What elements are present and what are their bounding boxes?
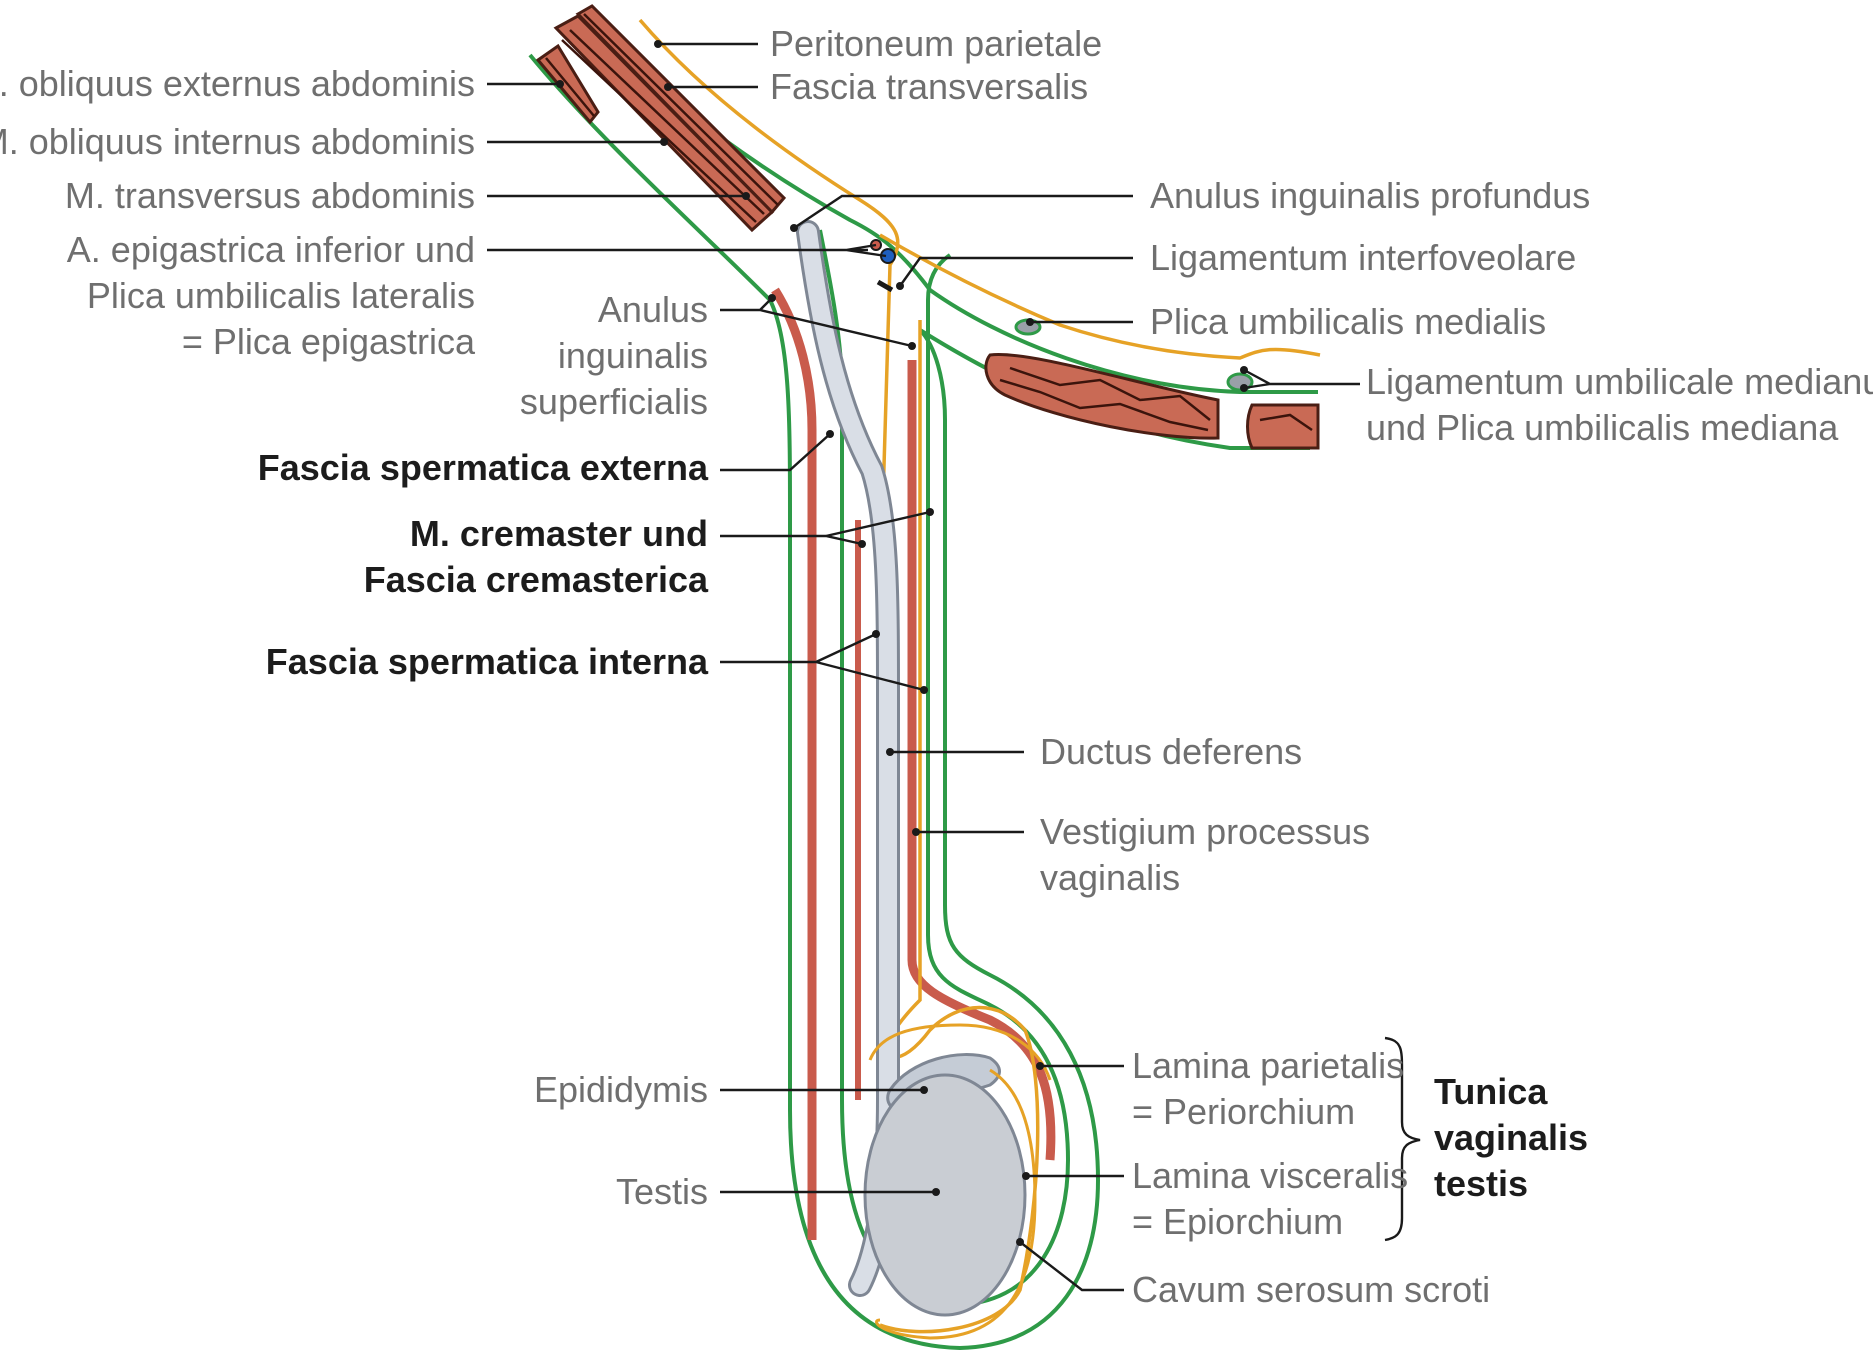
- label-tunica-vaginalis-line1: Tunica: [1434, 1071, 1548, 1112]
- label-epididymis: Epididymis: [534, 1069, 708, 1110]
- label-anulus-superficialis-line2: inguinalis: [558, 335, 708, 376]
- label-anulus-superficialis-line3: superficialis: [520, 381, 708, 422]
- label-plica-medialis: Plica umbilicalis medialis: [1150, 301, 1546, 342]
- label-m-transversus: M. transversus abdominis: [65, 175, 475, 216]
- testis-shape: [865, 1075, 1025, 1315]
- label-anulus-profundus: Anulus inguinalis profundus: [1150, 175, 1590, 216]
- label-peritoneum-parietale: Peritoneum parietale: [770, 23, 1102, 64]
- label-m-cremaster-line2: Fascia cremasterica: [364, 559, 709, 600]
- label-fascia-spermatica-interna: Fascia spermatica interna: [266, 641, 709, 682]
- label-lamina-parietalis-line1: Lamina parietalis: [1132, 1045, 1404, 1086]
- label-vestigium-line1: Vestigium processus: [1040, 811, 1370, 852]
- rectus-muscle-block: [986, 355, 1318, 448]
- label-testis: Testis: [616, 1171, 708, 1212]
- label-fascia-transversalis: Fascia transversalis: [770, 66, 1088, 107]
- label-cavum-serosum: Cavum serosum scroti: [1132, 1269, 1490, 1310]
- label-tunica-vaginalis-line3: testis: [1434, 1163, 1528, 1204]
- label-lig-umbilicale-medianum-line1: Ligamentum umbilicale medianum: [1366, 361, 1873, 402]
- m-cremaster-layer: [775, 290, 812, 1240]
- label-anulus-superficialis-line1: Anulus: [598, 289, 708, 330]
- label-a-epigastrica-line3: = Plica epigastrica: [182, 321, 476, 362]
- label-ductus-deferens: Ductus deferens: [1040, 731, 1302, 772]
- label-m-obliquus-externus: M. obliquus externus abdominis: [0, 63, 475, 104]
- label-a-epigastrica-line2: Plica umbilicalis lateralis: [87, 275, 475, 316]
- label-fascia-spermatica-externa: Fascia spermatica externa: [258, 447, 709, 488]
- label-m-obliquus-internus: M. obliquus internus abdominis: [0, 121, 475, 162]
- label-lamina-visceralis-line1: Lamina visceralis: [1132, 1155, 1408, 1196]
- label-lamina-parietalis-line2: = Periorchium: [1132, 1091, 1355, 1132]
- label-a-epigastrica-line1: A. epigastrica inferior und: [67, 229, 475, 270]
- label-lig-umbilicale-medianum-line2: und Plica umbilicalis mediana: [1366, 407, 1839, 448]
- label-tunica-vaginalis-line2: vaginalis: [1434, 1117, 1588, 1158]
- label-vestigium-line2: vaginalis: [1040, 857, 1180, 898]
- label-lamina-visceralis-line2: = Epiorchium: [1132, 1201, 1343, 1242]
- label-m-cremaster-line1: M. cremaster und: [410, 513, 708, 554]
- label-lig-interfoveolare: Ligamentum interfoveolare: [1150, 237, 1576, 278]
